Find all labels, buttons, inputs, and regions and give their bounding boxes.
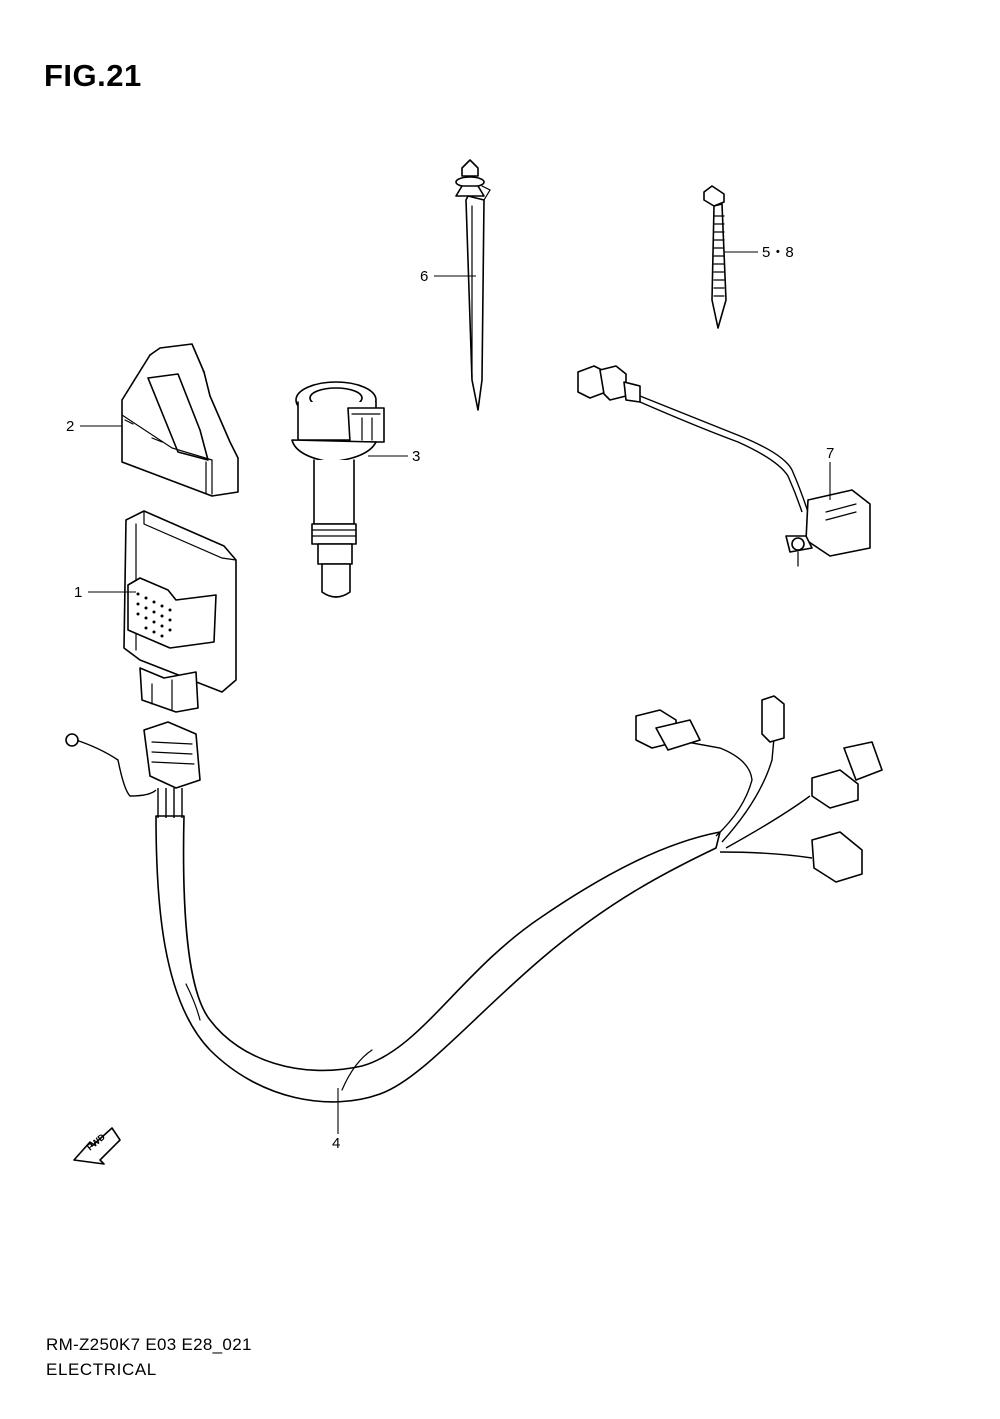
cdi-connector-pin-grid — [136, 592, 172, 638]
part-4-wiring-harness[interactable] — [65, 695, 883, 1103]
callout-2: 2 — [66, 418, 75, 435]
callout-7: 7 — [826, 445, 835, 462]
section-title: ELECTRICAL — [46, 1360, 157, 1379]
part-6-cable-clamp[interactable] — [455, 159, 491, 411]
part-1-cdi-unit[interactable] — [123, 510, 237, 713]
figure-title: FIG.21 — [44, 58, 142, 93]
part-2-coil-cover[interactable] — [121, 343, 239, 497]
part-3-ignition-coil[interactable] — [291, 381, 385, 598]
callout-1: 1 — [74, 584, 83, 601]
part-5-8-cable-tie[interactable] — [703, 185, 727, 329]
callout-4: 4 — [332, 1135, 341, 1152]
forward-direction-arrow — [73, 1127, 121, 1165]
callout-3: 3 — [412, 448, 421, 465]
callout-6: 6 — [420, 268, 429, 285]
part-7-switch[interactable] — [577, 365, 871, 567]
callout-5-8: 5・8 — [762, 244, 794, 261]
diagram-code: RM-Z250K7 E03 E28_021 — [46, 1335, 252, 1354]
